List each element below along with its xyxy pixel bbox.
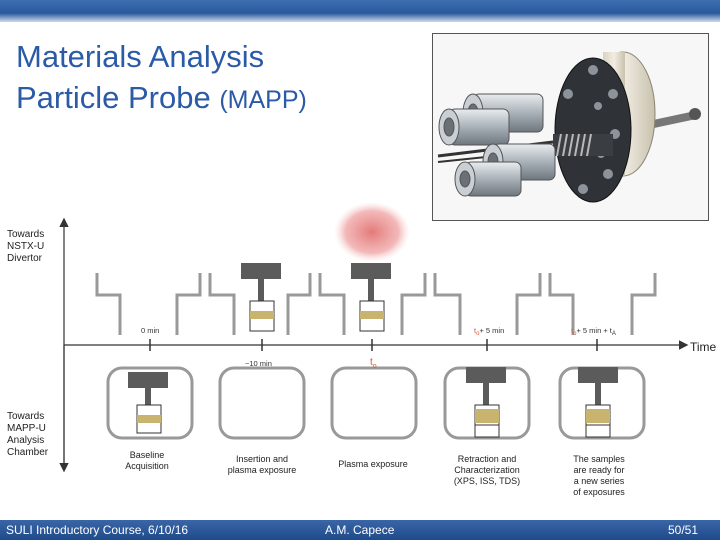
left-bottom-label-4: Chamber <box>7 447 49 458</box>
probe-render-drawing <box>437 51 701 203</box>
footer-course: SULI Introductory Course, 6/10/16 <box>6 523 189 537</box>
left-top-label-2: NSTX-U <box>7 241 44 252</box>
probe-render-image <box>432 33 709 221</box>
caption-stage-5-line-4: of exposures <box>573 487 625 497</box>
sample-holder-stage-3 <box>351 263 391 332</box>
caption-stage-5-line-1: The samples <box>573 454 625 464</box>
caption-stage-1-line-1: Baseline <box>130 450 165 460</box>
time-label-t0-plus-5-sub: o <box>476 331 480 337</box>
left-bottom-label-1: Towards <box>7 411 44 422</box>
title-line-1: Materials Analysis <box>16 39 265 74</box>
time-label-ta-rest: + 5 min + t <box>576 326 612 335</box>
left-bottom-label-3: Analysis <box>7 435 44 446</box>
footer-page-number: 50/51 <box>667 523 698 537</box>
time-label-0min: 0 min <box>141 326 159 335</box>
caption-stage-4-line-3: (XPS, ISS, TDS) <box>454 476 520 486</box>
title-abbr: (MAPP) <box>219 86 307 114</box>
time-label-ta-t: t <box>571 326 574 335</box>
time-label-t0-sub: o <box>373 363 377 370</box>
time-ticks <box>149 339 598 351</box>
caption-stage-2-line-1: Insertion and <box>236 454 288 464</box>
sample-holder-stage-1 <box>128 372 168 434</box>
top-banner <box>0 0 720 22</box>
upper-port-outlines <box>95 273 657 335</box>
time-label-t0-plus-5-t: t <box>474 326 477 335</box>
slide-footer: SULI Introductory Course, 6/10/16 A.M. C… <box>0 520 720 540</box>
title-line-2-text: Particle Probe <box>16 80 211 115</box>
sample-holder-stage-4 <box>466 367 506 438</box>
left-bottom-label-2: MAPP-U <box>7 423 46 434</box>
time-label-t0-plus-5-ta: to+ 5 min + tA <box>571 326 616 337</box>
caption-stage-1-line-2: Acquisition <box>125 461 169 471</box>
caption-stage-4-line-1: Retraction and <box>458 454 517 464</box>
sample-holder-stage-5 <box>578 367 618 438</box>
time-axis-label: Time <box>690 340 717 354</box>
caption-stage-2-line-2: plasma exposure <box>228 465 297 475</box>
timeline-diagram: Time Towards NSTX-U Divertor Towards MAP… <box>7 202 717 497</box>
left-top-label-3: Divertor <box>7 253 43 264</box>
caption-stage-5-line-2: are ready for <box>573 465 624 475</box>
time-label-t0-main: t <box>370 357 373 368</box>
plasma-glow <box>334 202 410 262</box>
time-label-ta-sub2: A <box>612 331 616 337</box>
time-label-t0-plus-5-rest: + 5 min <box>479 326 504 335</box>
caption-stage-4-line-2: Characterization <box>454 465 520 475</box>
time-label-10min: ~10 min <box>245 359 272 368</box>
caption-stage-3-line-1: Plasma exposure <box>338 459 408 469</box>
time-label-t0-plus-5: to+ 5 min <box>474 326 504 337</box>
slide-title: Materials Analysis Particle Probe (MAPP) <box>16 36 307 121</box>
time-label-ta-sub: o <box>573 331 577 337</box>
sample-holder-stage-2 <box>241 263 281 332</box>
title-line-2: Particle Probe (MAPP) <box>16 77 307 121</box>
lower-chamber-outlines <box>106 366 646 440</box>
caption-stage-5-line-3: a new series <box>574 476 625 486</box>
left-top-label-1: Towards <box>7 229 44 240</box>
footer-author: A.M. Capece <box>325 523 395 537</box>
time-label-t0: to <box>370 357 377 370</box>
